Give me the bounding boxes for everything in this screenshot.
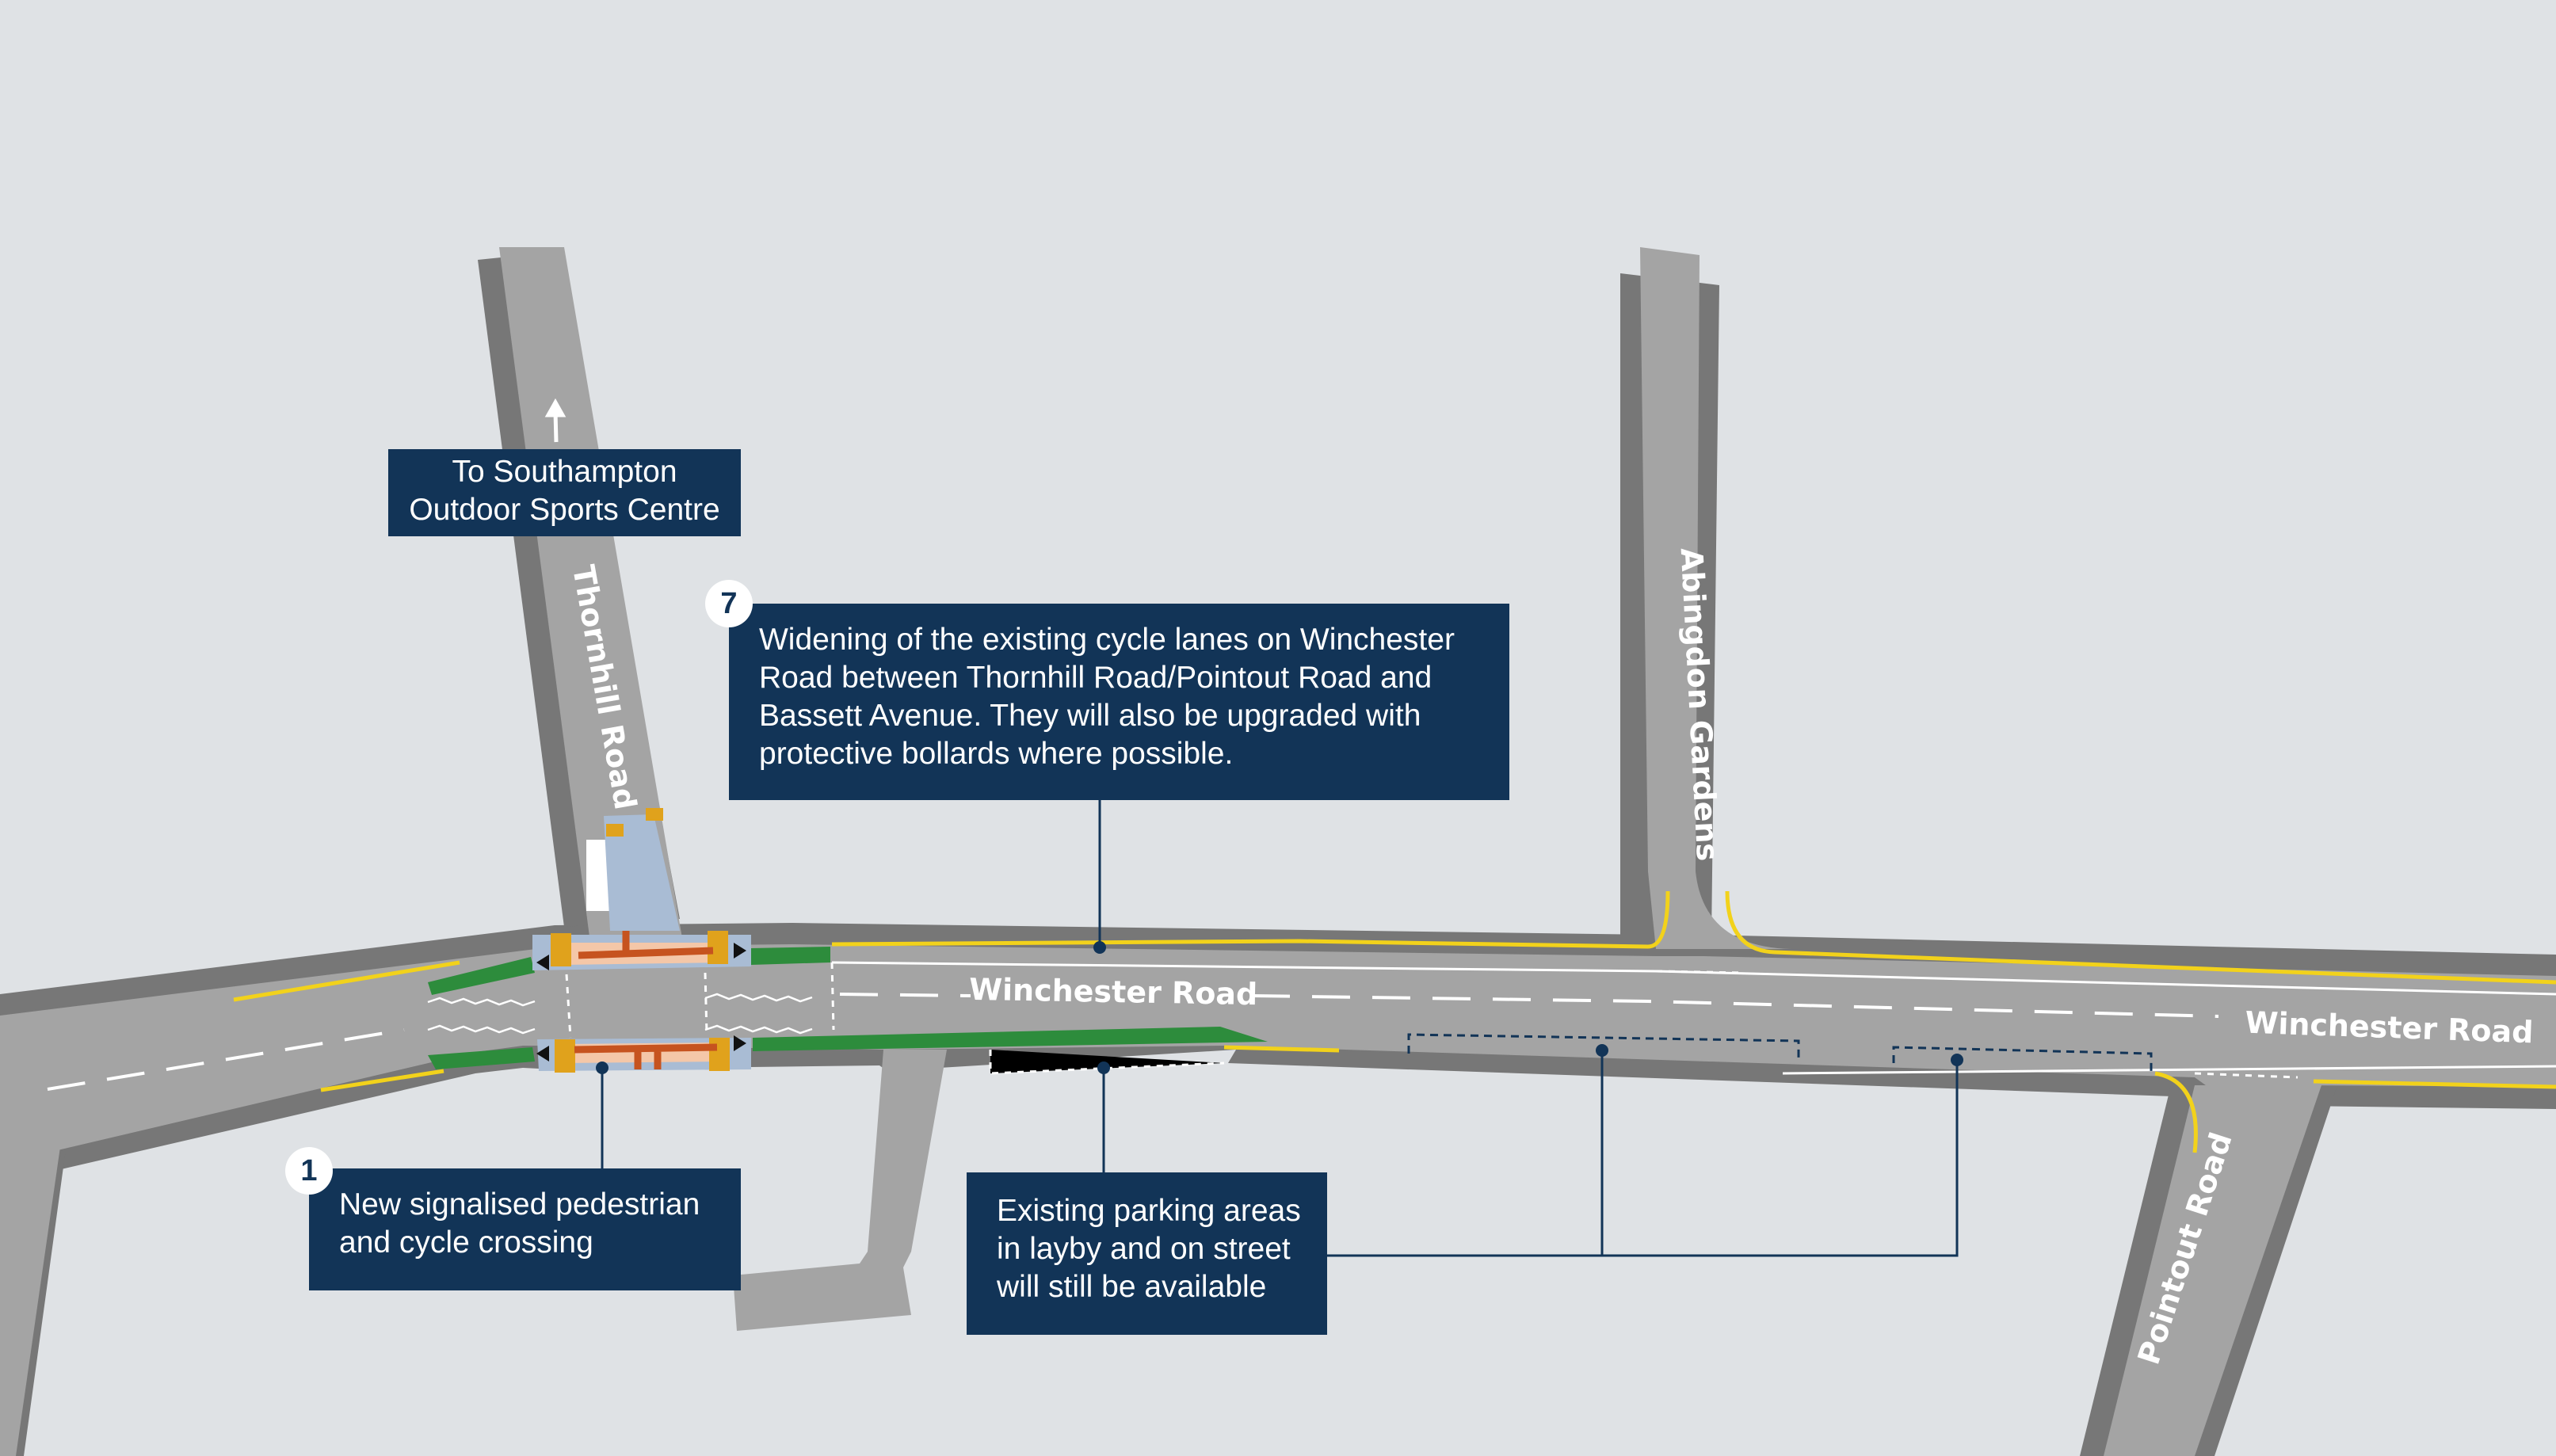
signal-arrow-se bbox=[734, 1035, 746, 1051]
leader-dots bbox=[596, 941, 1963, 1074]
yellow-line-3 bbox=[1725, 890, 2556, 985]
north-arrow bbox=[544, 398, 567, 443]
leader-parking-street bbox=[1327, 1050, 1959, 1257]
callout-parking-text: Existing parking areas in layby and on s… bbox=[997, 1194, 1301, 1304]
direction-box: To Southampton Outdoor Sports Centre bbox=[388, 449, 741, 536]
callout-1-text: New signalised pedestrian and cycle cros… bbox=[339, 1187, 700, 1260]
leader-dot-layby bbox=[1097, 1062, 1110, 1074]
thornhill-approach-blue bbox=[604, 814, 680, 931]
dash-w2 bbox=[704, 972, 708, 1035]
centre-line-west bbox=[47, 1028, 405, 1091]
road-surfaces bbox=[0, 247, 2556, 1456]
zigzag-4 bbox=[704, 1024, 813, 1035]
dash-e1 bbox=[830, 962, 835, 1031]
yellow-line-6 bbox=[2154, 1071, 2198, 1153]
tactile-nw bbox=[551, 933, 571, 966]
edge-line-south bbox=[1782, 1065, 2556, 1075]
yellow-line-2 bbox=[831, 890, 1670, 949]
zigzag-3 bbox=[704, 993, 813, 1003]
cycle-lane-se bbox=[753, 1027, 1268, 1051]
callout-1: New signalised pedestrian and cycle cros… bbox=[309, 1168, 741, 1290]
zigzag-2 bbox=[427, 1024, 536, 1035]
tactile-thornhill-1 bbox=[606, 824, 624, 837]
leader-dot-7 bbox=[1093, 941, 1106, 954]
dash-parking bbox=[989, 1050, 1225, 1075]
crossing-red-south bbox=[574, 1043, 718, 1069]
callout-parking: Existing parking areas in layby and on s… bbox=[967, 1172, 1327, 1335]
yellow-line-4 bbox=[320, 1069, 444, 1092]
cycle-lanes bbox=[428, 947, 1268, 1069]
car-park-access-road bbox=[733, 1050, 947, 1331]
callout-7-text: Widening of the existing cycle lanes on … bbox=[759, 623, 1455, 771]
signal-arrow-sw bbox=[536, 1046, 549, 1062]
cycle-lane-ne bbox=[751, 947, 830, 965]
winchester-road-surface bbox=[0, 944, 2556, 1158]
parking-bay-2 bbox=[1892, 1046, 2153, 1076]
yellow-line-1 bbox=[233, 960, 460, 1002]
callout-7-badge: 7 bbox=[705, 580, 753, 627]
leader-dot-street-1 bbox=[1596, 1044, 1608, 1057]
leader-lines bbox=[601, 800, 1959, 1257]
tactile-se bbox=[709, 1038, 730, 1071]
centre-line-east bbox=[1251, 994, 2219, 1018]
yellow-line-5 bbox=[1223, 1045, 1340, 1053]
cycle-lane-sw bbox=[428, 1047, 535, 1069]
dash-w1 bbox=[565, 974, 572, 1039]
signal-arrow-nw bbox=[536, 955, 549, 970]
callout-1-badge: 1 bbox=[285, 1147, 333, 1195]
crossing-red-north bbox=[578, 931, 714, 959]
zigzag-markings bbox=[427, 993, 813, 1035]
dash-abingdon bbox=[1655, 970, 1744, 974]
leader-dot-1 bbox=[596, 1062, 608, 1074]
parking-bays bbox=[1407, 1033, 2153, 1076]
zigzag-1 bbox=[427, 997, 536, 1007]
direction-box-text: To Southampton Outdoor Sports Centre bbox=[409, 455, 720, 527]
yellow-lines bbox=[233, 890, 2556, 1153]
signal-arrow-ne bbox=[734, 943, 746, 959]
parking-bay-1 bbox=[1407, 1033, 1800, 1060]
centre-line-mid bbox=[839, 993, 971, 997]
road-label-winchester-1: Winchester Road bbox=[969, 972, 1258, 1012]
sw-road-surface bbox=[0, 1125, 63, 1456]
pointout-road-surface bbox=[2104, 1085, 2321, 1456]
tactile-thornhill-2 bbox=[646, 808, 663, 821]
cycle-lane-nw bbox=[428, 957, 535, 995]
give-way-dashes bbox=[565, 962, 2298, 1079]
tactile-sw bbox=[555, 1039, 575, 1073]
north-arrow-head bbox=[544, 398, 567, 417]
callout-7: Widening of the existing cycle lanes on … bbox=[729, 604, 1509, 800]
dash-pointout bbox=[2194, 1072, 2298, 1079]
yellow-line-7 bbox=[2313, 1079, 2556, 1089]
abingdon-gardens-surface bbox=[1640, 247, 1791, 949]
thornhill-road-surface bbox=[499, 247, 683, 943]
centre-line bbox=[47, 993, 2219, 1091]
leader-dot-street-2 bbox=[1951, 1054, 1963, 1066]
signalised-crossing bbox=[532, 808, 751, 1073]
